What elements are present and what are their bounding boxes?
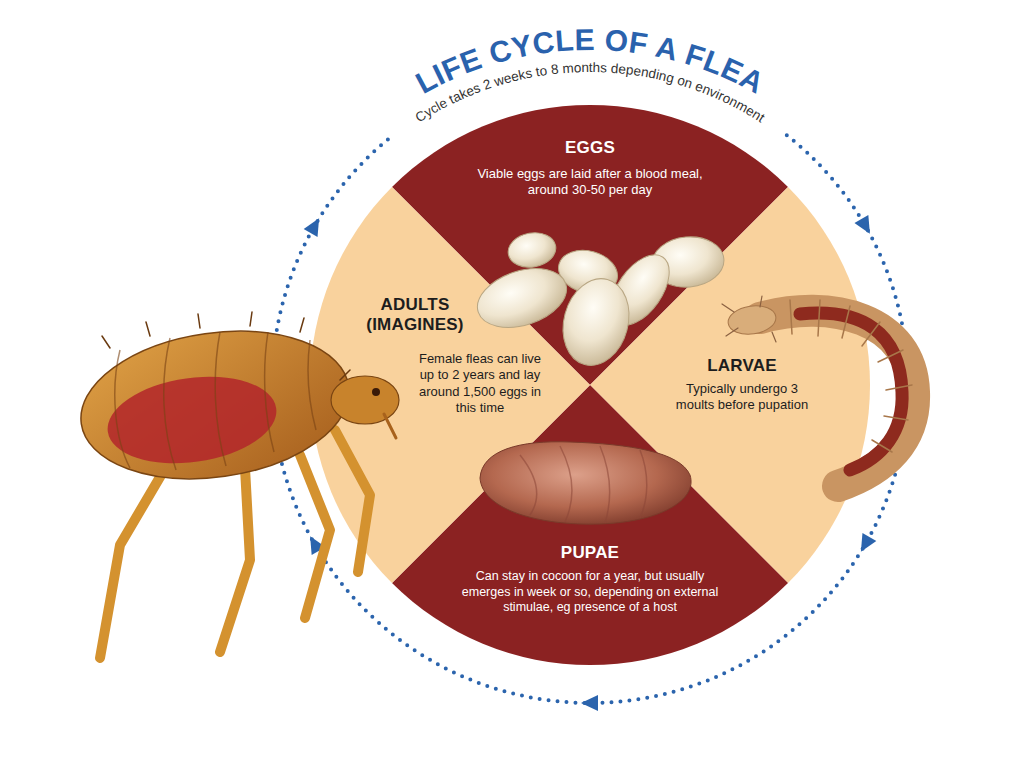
- text-slot: PUPAE: [480, 543, 700, 563]
- stage-heading: PUPAE: [480, 543, 700, 563]
- flea-leg: [100, 460, 170, 658]
- diagram-title: LIFE CYCLE OF A FLEA: [410, 23, 770, 100]
- text-slot: LARVAE: [677, 356, 807, 376]
- stage-heading: ADULTS (IMAGINES): [350, 295, 480, 336]
- stage-sector: PUPAE Can stay in cocoon for a year, but …: [392, 385, 788, 665]
- flea-leg: [220, 468, 250, 652]
- stage-sector: LARVAE Typically undergo 3 moults before …: [590, 187, 870, 583]
- stage-description: Typically undergo 3 moults before pupati…: [671, 381, 813, 414]
- text-slot: Female fleas can live up to 2 years and …: [411, 351, 549, 416]
- stage-sector: EGGS Viable eggs are laid after a blood m…: [392, 105, 788, 385]
- flea-leg: [300, 455, 330, 618]
- stage-description: Can stay in cocoon for a year, but usual…: [452, 569, 728, 616]
- arrowhead: [581, 695, 598, 711]
- flea-blood: [102, 367, 282, 474]
- stage-description: Viable eggs are laid after a blood meal,…: [474, 166, 706, 199]
- arrowhead: [854, 215, 876, 238]
- arrowhead: [303, 532, 325, 555]
- stage-sector: ADULTS (IMAGINES) Female fleas can live u…: [310, 187, 590, 583]
- text-slot: Viable eggs are laid after a blood meal,…: [474, 166, 706, 199]
- stage-heading: LARVAE: [677, 356, 807, 376]
- sector-shape: [392, 385, 788, 665]
- text-slot: ADULTS (IMAGINES): [350, 295, 480, 336]
- stage-description: Female fleas can live up to 2 years and …: [411, 351, 549, 416]
- arrowhead: [854, 533, 876, 556]
- text-slot: Typically undergo 3 moults before pupati…: [671, 381, 813, 414]
- flea-segments: [115, 332, 316, 470]
- diagram-title: LIFE CYCLE OF A FLEA: [410, 23, 770, 100]
- sector-fill: [310, 187, 590, 583]
- text-slot: Can stay in cocoon for a year, but usual…: [452, 569, 728, 616]
- text-slot: EGGS: [480, 138, 700, 158]
- stage-heading: EGGS: [480, 138, 700, 158]
- arrowhead: [304, 214, 326, 237]
